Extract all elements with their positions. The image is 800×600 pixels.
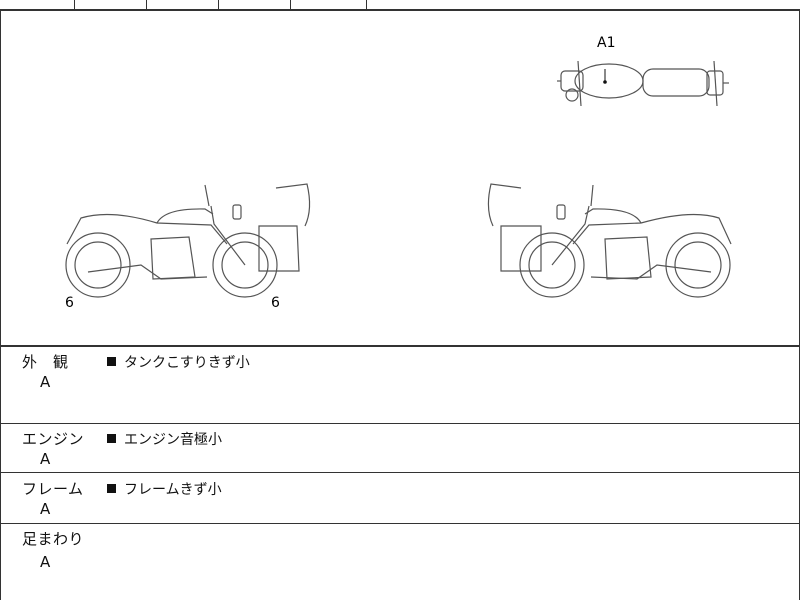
bullet-icon — [107, 484, 116, 493]
motorcycle-left-view — [65, 183, 311, 298]
section-frame: フレーム A フレームきず小 — [0, 473, 800, 524]
header-strip — [0, 0, 800, 11]
grade-value: A — [40, 450, 51, 468]
damage-mark-rear-wheel: 6 — [271, 295, 280, 311]
header-cell — [74, 0, 147, 9]
section-exterior: 外 観 A タンクこすりきず小 — [0, 347, 800, 424]
section-label: フレーム — [22, 480, 84, 498]
note-text: タンクこすりきず小 — [124, 355, 250, 371]
note: エンジン音極小 — [107, 429, 222, 449]
section-suspension: 足まわり A — [0, 524, 800, 600]
grade-value: A — [40, 373, 51, 391]
grade-value: A — [40, 553, 51, 571]
header-cell — [0, 0, 75, 9]
note: タンクこすりきず小 — [107, 352, 250, 372]
header-cell — [290, 0, 367, 9]
damage-mark-top: A1 — [597, 35, 615, 51]
section-engine: エンジン A エンジン音極小 — [0, 424, 800, 473]
header-cell — [218, 0, 291, 9]
bullet-icon — [107, 357, 116, 366]
damage-mark-front-wheel: 6 — [65, 295, 74, 311]
motorcycle-diagram: A1 6 6 — [65, 35, 732, 311]
section-label: 外 観 — [22, 353, 69, 371]
motorcycle-right-view — [487, 183, 732, 298]
bullet-icon — [107, 434, 116, 443]
motorcycle-top-view — [557, 60, 729, 107]
note-text: エンジン音極小 — [124, 432, 222, 448]
note: フレームきず小 — [107, 479, 222, 499]
grade-value: A — [40, 500, 51, 518]
section-label: 足まわり — [22, 530, 85, 548]
damage-diagram: A1 6 6 — [0, 9, 800, 347]
note-text: フレームきず小 — [124, 482, 222, 498]
header-cell — [146, 0, 219, 9]
section-label: エンジン — [22, 430, 85, 448]
